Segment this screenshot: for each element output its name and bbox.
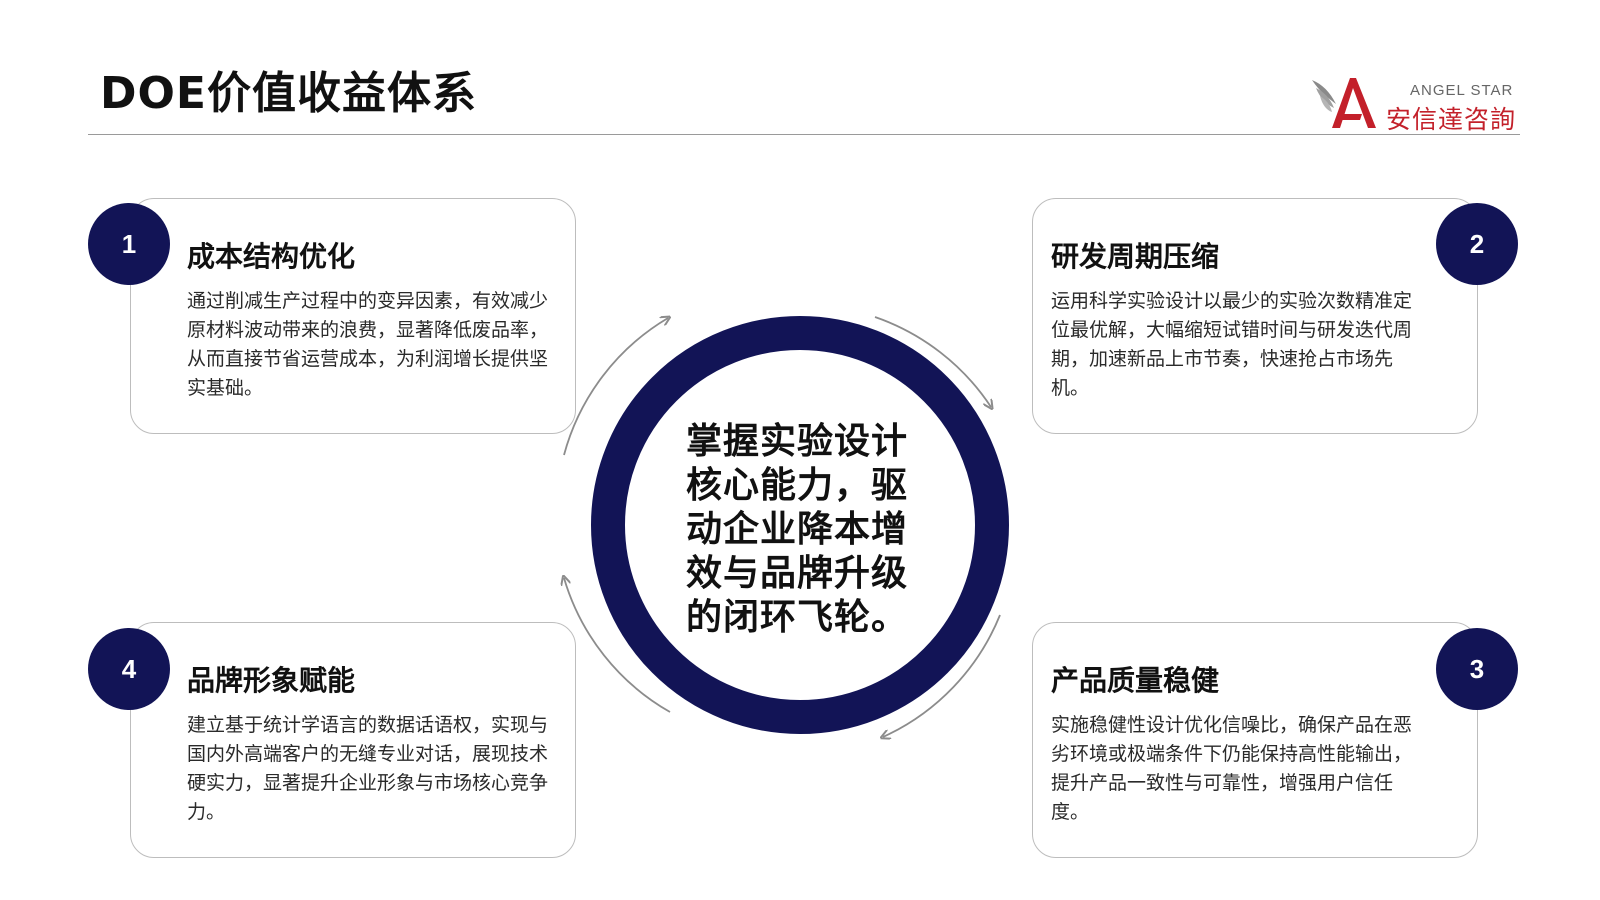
card-description: 实施稳健性设计优化信噪比，确保产品在恶劣环境或极端条件下仍能保持高性能输出，提升… <box>1051 714 1413 823</box>
card-title: 研发周期压缩 <box>1051 240 1220 273</box>
company-logo: ANGEL STAR 安信達咨詢 <box>1310 74 1524 134</box>
card-cost-optimization: 成本结构优化 通过削减生产过程中的变异因素，有效减少原材料波动带来的浪费，显著降… <box>130 198 576 434</box>
card-quality-robustness: 产品质量稳健 实施稳健性设计优化信噪比，确保产品在恶劣环境或极端条件下仍能保持高… <box>1032 622 1478 858</box>
card-title: 品牌形象赋能 <box>187 664 356 697</box>
cycle-arrows-icon <box>563 316 1001 737</box>
step-number-badge: 3 <box>1436 628 1518 710</box>
angel-star-logo-icon <box>1312 78 1376 128</box>
arrow-top-left <box>563 318 668 456</box>
step-number-badge: 4 <box>88 628 170 710</box>
step-number-badge: 2 <box>1436 203 1518 285</box>
card-brand-image: 品牌形象赋能 建立基于统计学语言的数据话语权，实现与国内外高端客户的无缝专业对话… <box>130 622 576 858</box>
step-number-badge: 1 <box>88 203 170 285</box>
card-title: 产品质量稳健 <box>1051 664 1220 697</box>
page-title: DOE价值收益体系 <box>100 68 477 119</box>
arrow-top-right <box>874 316 991 407</box>
card-description: 建立基于统计学语言的数据话语权，实现与国内外高端客户的无缝专业对话，展现技术硬实… <box>187 714 549 823</box>
card-description: 运用科学实验设计以最少的实验次数精准定位最优解，大幅缩短试错时间与研发迭代周期，… <box>1051 290 1413 399</box>
arrow-bottom-right <box>883 614 1001 737</box>
card-description: 通过削减生产过程中的变异因素，有效减少原材料波动带来的浪费，显著降低废品率，从而… <box>187 290 549 399</box>
header-divider <box>88 134 1520 135</box>
arrow-bottom-left <box>564 578 671 713</box>
card-rd-cycle: 研发周期压缩 运用科学实验设计以最少的实验次数精准定位最优解，大幅缩短试错时间与… <box>1032 198 1478 434</box>
logo-chinese-name: 安信達咨詢 <box>1386 105 1517 134</box>
center-statement: 掌握实验设计核心能力，驱动企业降本增效与品牌升级的闭环飞轮。 <box>686 421 909 638</box>
center-ring <box>591 316 1009 734</box>
logo-english-name: ANGEL STAR <box>1410 82 1514 99</box>
center-cycle-graphic <box>540 280 1009 770</box>
card-title: 成本结构优化 <box>187 240 356 273</box>
